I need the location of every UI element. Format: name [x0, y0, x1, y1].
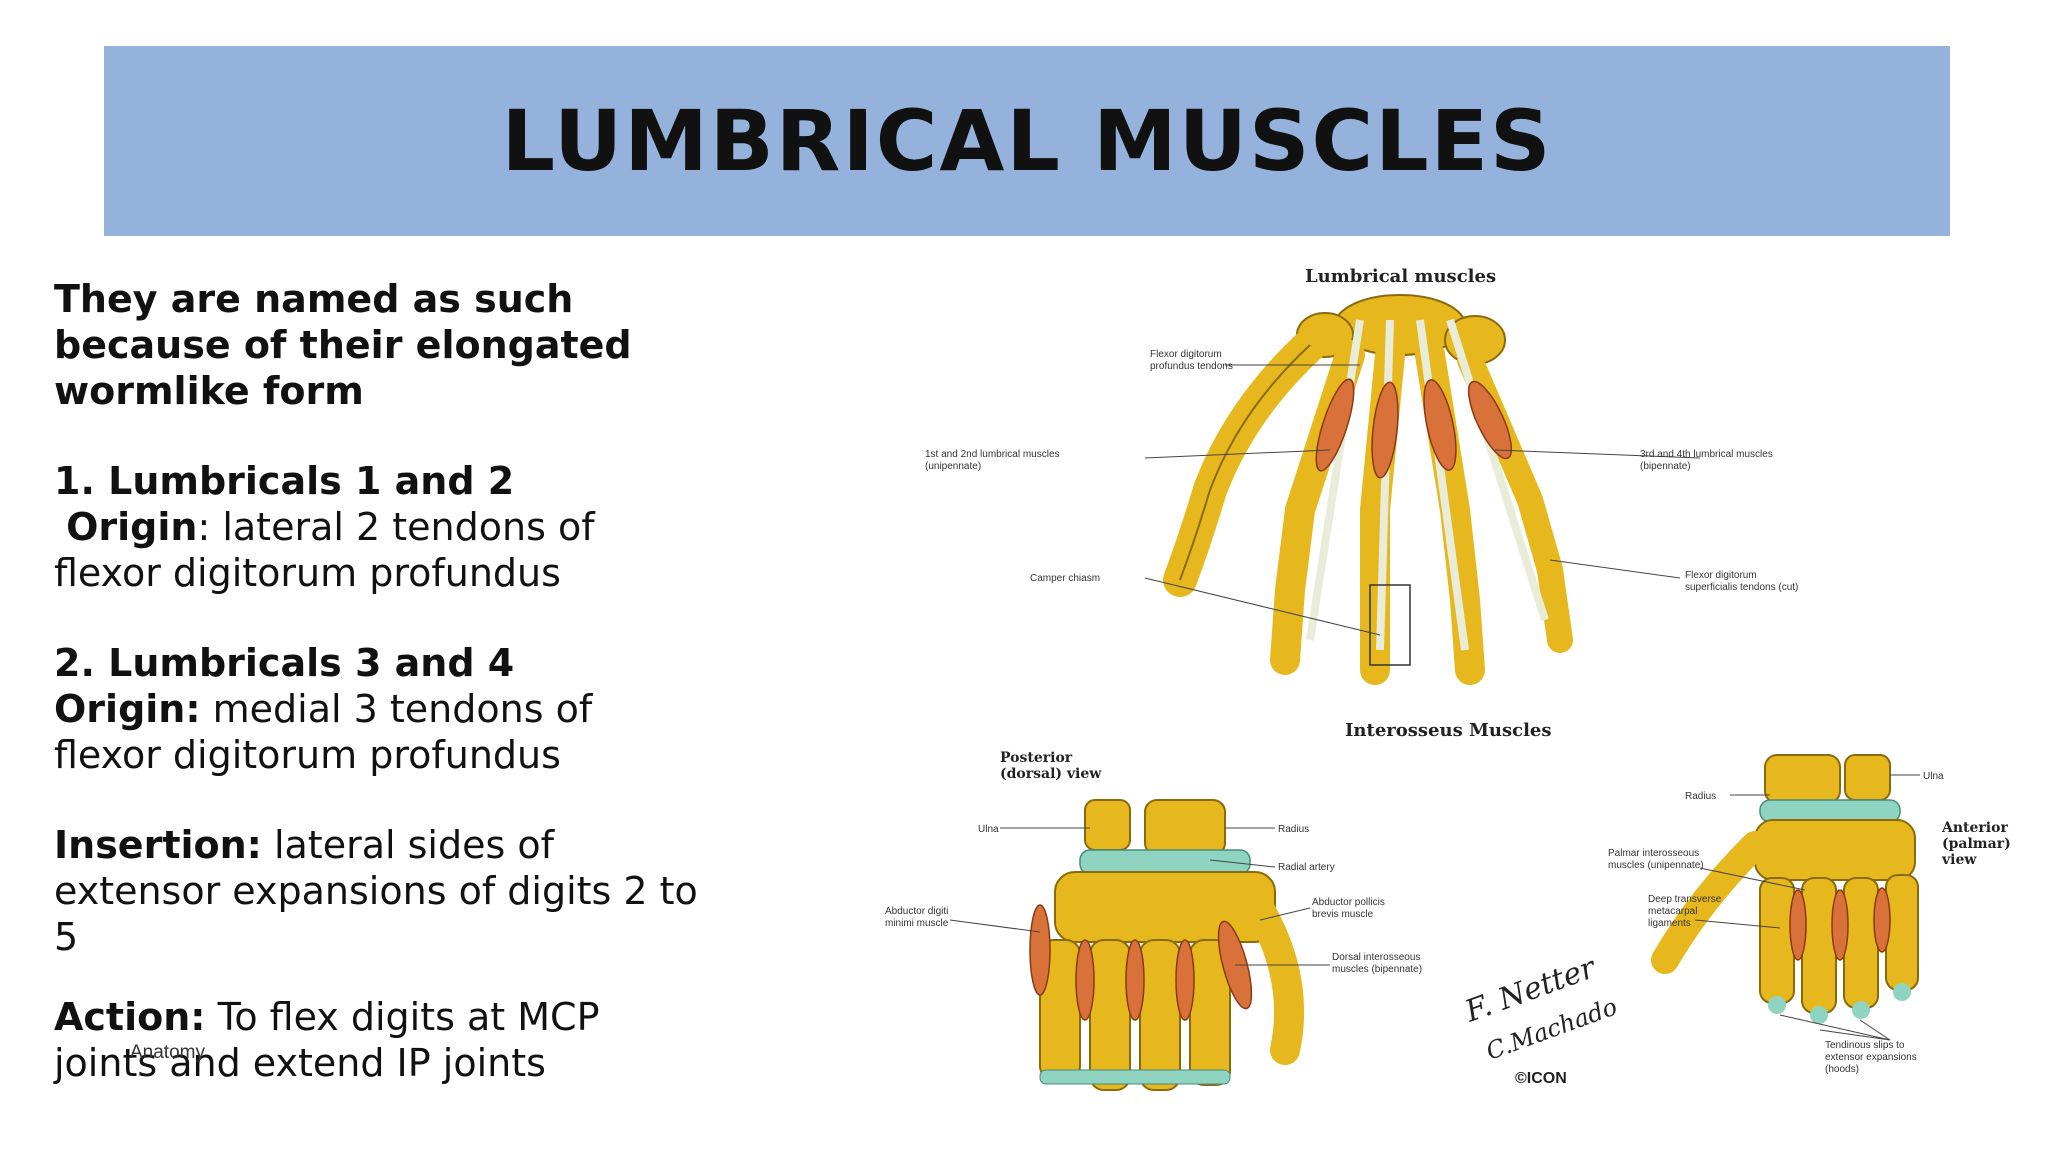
item1-origin-label: Origin: [66, 505, 198, 549]
item2-origin: Origin: medial 3 tendons of: [54, 686, 904, 732]
action-text: To flex digits at MCP: [205, 995, 600, 1039]
intro-line-1: They are named as such: [54, 277, 574, 321]
intro-line-3: wormlike form: [54, 369, 364, 413]
insertion-label: Insertion:: [54, 823, 262, 867]
dorsal-inter-label-2: muscles (bipennate): [1332, 964, 1422, 975]
item1-origin: Origin: lateral 2 tendons of: [54, 504, 904, 550]
item1-origin-text2: flexor digitorum profundus: [54, 551, 561, 595]
item2-origin-text: medial 3 tendons of: [200, 687, 593, 731]
text-column: They are named as such because of their …: [54, 276, 904, 1086]
radial-artery-label: Radial artery: [1278, 862, 1335, 873]
abd-pollicis-label-1: Abductor pollicis: [1312, 897, 1385, 908]
lumb34-label-2: (bipennate): [1640, 461, 1691, 472]
anatomy-illustration: Lumbrical muscles Flexor digitorum: [880, 260, 2030, 1140]
bottom-caption: Interosseus Muscles: [1345, 720, 1552, 741]
posterior-view-1: Posterior: [1000, 750, 1073, 766]
fdp-label-1: Flexor digitorum: [1150, 349, 1222, 360]
action-label: Action:: [54, 995, 206, 1039]
insertion-text3: 5: [54, 915, 79, 959]
item2-origin-text2: flexor digitorum profundus: [54, 733, 561, 777]
dorsal-inter-label-1: Dorsal interosseous: [1332, 952, 1420, 963]
anterior-view-1: Anterior: [1941, 820, 2008, 836]
slide-title: LUMBRICAL MUSCLES: [501, 92, 1553, 190]
top-caption: Lumbrical muscles: [1305, 266, 1496, 287]
lumb34-label-1: 3rd and 4th lumbrical muscles: [1640, 449, 1773, 460]
fds-label-1: Flexor digitorum: [1685, 570, 1757, 581]
lumb12-label-1: 1st and 2nd lumbrical muscles: [925, 449, 1060, 460]
item2-heading: 2. Lumbricals 3 and 4: [54, 641, 515, 685]
tendinous-slips-label-2: extensor expansions: [1825, 1052, 1917, 1063]
post-ulna-label: Ulna: [978, 824, 999, 835]
ant-ulna-label: Ulna: [1923, 771, 1944, 782]
abd-digiti-label-2: minimi muscle: [885, 918, 949, 929]
insertion-line: Insertion: lateral sides of: [54, 822, 904, 868]
insertion-text: lateral sides of: [261, 823, 554, 867]
fds-label-2: superficialis tendons (cut): [1685, 582, 1798, 593]
abd-pollicis-label-2: brevis muscle: [1312, 909, 1374, 920]
posterior-view-2: (dorsal) view: [1000, 766, 1102, 782]
deep-transverse-label-2: metacarpal: [1648, 906, 1697, 917]
palmar-inter-label-1: Palmar interosseous: [1608, 848, 1699, 859]
tendinous-slips-label-1: Tendinous slips to: [1825, 1040, 1905, 1051]
action-text2: joints and extend IP joints: [54, 1041, 546, 1085]
fdp-label-2: profundus tendons: [1150, 361, 1233, 372]
ant-radius-label: Radius: [1685, 791, 1716, 802]
lumbrical-hand-drawing: [1163, 294, 1573, 685]
item2-origin-label: Origin:: [54, 687, 201, 731]
anterior-view-3: view: [1941, 852, 1977, 868]
anterior-view-2: (palmar): [1942, 836, 2011, 852]
abd-digiti-label-1: Abductor digiti: [885, 906, 948, 917]
camper-label: Camper chiasm: [1030, 573, 1100, 584]
item1-origin-text: : lateral 2 tendons of: [197, 505, 595, 549]
tendinous-slips-label-3: (hoods): [1825, 1064, 1859, 1075]
item1-heading: 1. Lumbricals 1 and 2: [54, 459, 515, 503]
action-line: Action: To flex digits at MCP: [54, 994, 904, 1040]
deep-transverse-label-3: ligaments: [1648, 918, 1691, 929]
deep-transverse-label-1: Deep transverse: [1648, 894, 1722, 905]
anterior-hand-drawing: [1651, 754, 1919, 1024]
title-banner: LUMBRICAL MUSCLES: [104, 46, 1950, 236]
netter-signature: F. Netter C.Machado ©ICON: [1460, 950, 1621, 1087]
intro-line-2: because of their elongated: [54, 323, 632, 367]
post-radius-label: Radius: [1278, 824, 1309, 835]
footer-label: Anatomy: [130, 1042, 205, 1063]
publisher-mark: ©ICON: [1515, 1070, 1567, 1087]
palmar-inter-label-2: muscles (unipennate): [1608, 860, 1704, 871]
posterior-hand-drawing: [1029, 799, 1305, 1091]
insertion-text2: extensor expansions of digits 2 to: [54, 869, 698, 913]
lumb12-label-2: (unipennate): [925, 461, 981, 472]
